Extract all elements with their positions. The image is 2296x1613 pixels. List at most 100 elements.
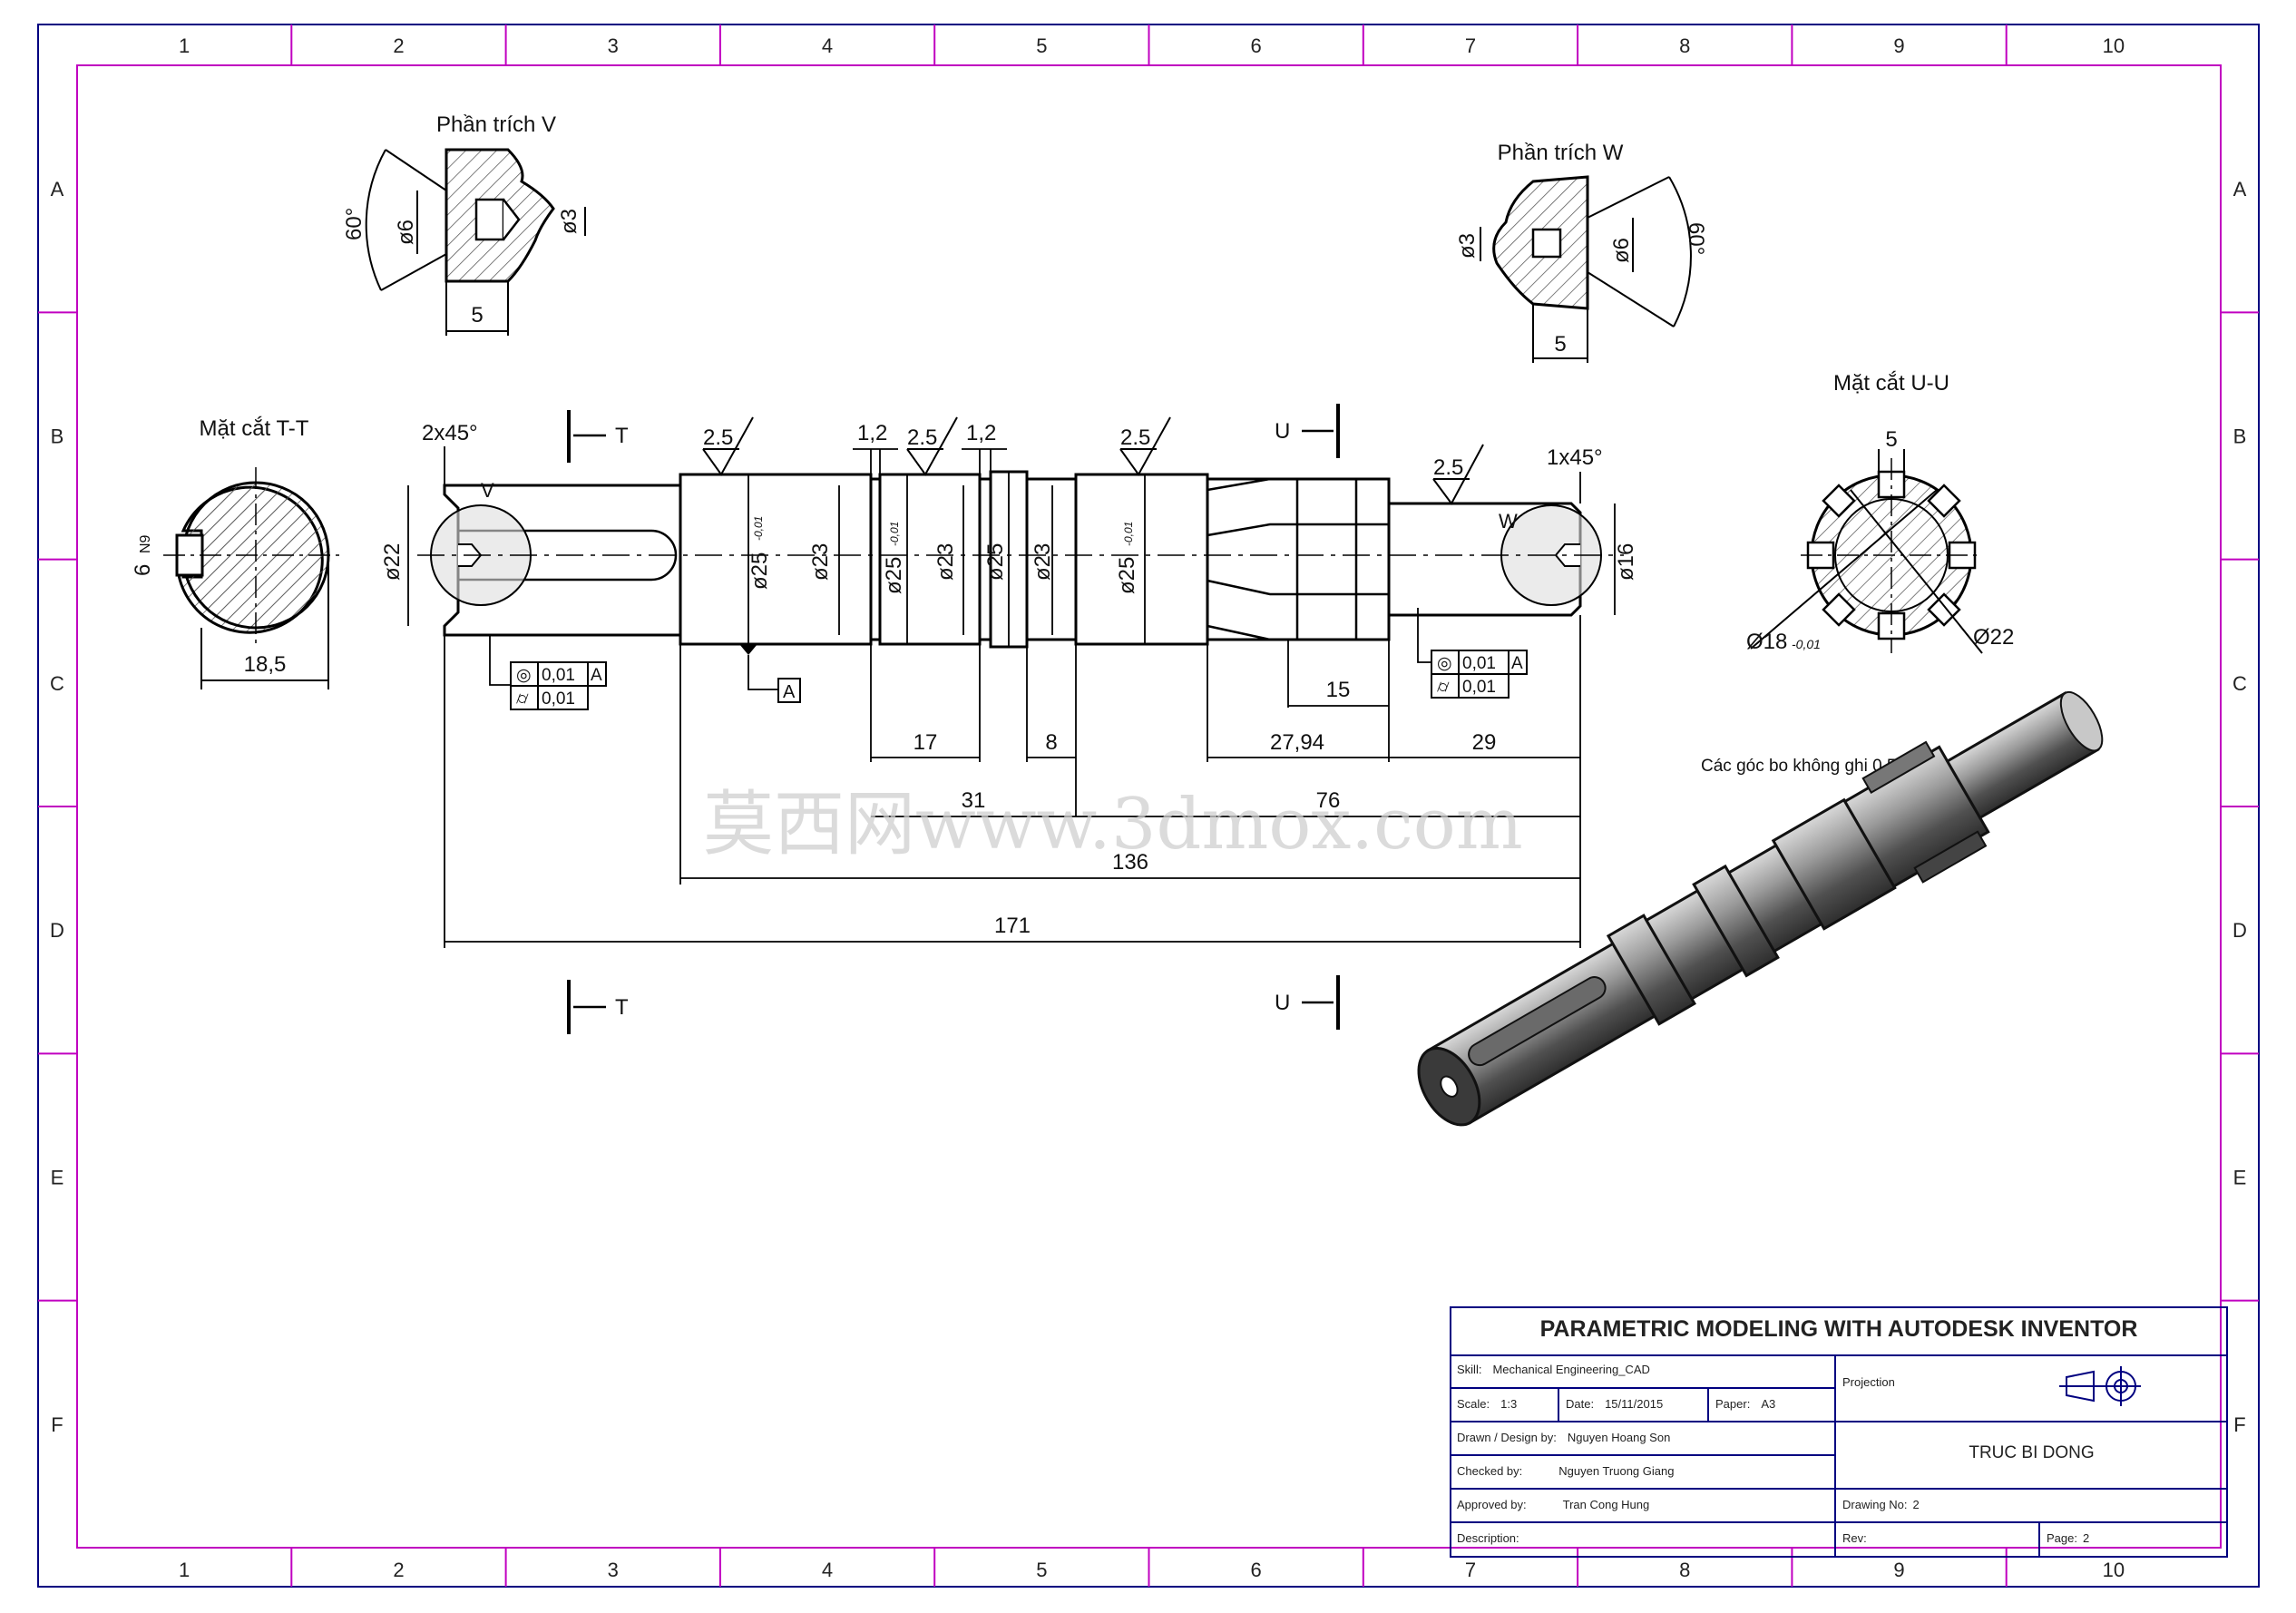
frame-row-label-left: B bbox=[51, 425, 64, 448]
detail-w-dia-inner: ø3 bbox=[1455, 233, 1480, 259]
section-view-t: Mặt cắt T-T 18,5 6 N9 bbox=[131, 416, 345, 689]
frame-col-label-top: 2 bbox=[393, 34, 404, 57]
frame-row-label-right: B bbox=[2233, 425, 2247, 448]
approved-label: Approved by: bbox=[1457, 1498, 1527, 1511]
section-t-keyway: 6 bbox=[131, 564, 155, 576]
drawing-no-row: Drawing No:2 bbox=[1835, 1494, 2228, 1521]
gdt1-sym-concentricity: ◎ bbox=[516, 666, 532, 685]
frame-col-label-top: 1 bbox=[179, 34, 190, 57]
skill-value: Mechanical Engineering_CAD bbox=[1492, 1363, 1650, 1376]
paper-label: Paper: bbox=[1715, 1397, 1751, 1411]
roughness-3: 2.5 bbox=[1120, 425, 1150, 450]
title-block-title: PARAMETRIC MODELING WITH AUTODESK INVENT… bbox=[1539, 1316, 2138, 1342]
chamfer-right: 1x45° bbox=[1547, 445, 1603, 470]
projection-label: Projection bbox=[1842, 1375, 1895, 1389]
detail-v-depth: 5 bbox=[471, 303, 483, 327]
gdt2-value-1: 0,01 bbox=[1462, 654, 1496, 673]
skill-row: Skill: Mechanical Engineering_CAD bbox=[1450, 1359, 1835, 1388]
chamfer-left: 2x45° bbox=[422, 421, 478, 445]
groove-width-1: 1,2 bbox=[857, 421, 887, 445]
dim-length-136: 136 bbox=[1112, 850, 1148, 875]
frame-col-label-top: 6 bbox=[1251, 34, 1262, 57]
frame-col-label-bottom: 9 bbox=[1893, 1559, 1904, 1581]
frame-col-label-bottom: 10 bbox=[2103, 1559, 2125, 1581]
frame-col-label-top: 7 bbox=[1465, 34, 1476, 57]
frame-row-label-left: E bbox=[51, 1167, 64, 1189]
checked-value: Nguyen Truong Giang bbox=[1558, 1464, 1675, 1478]
frame-row-label-right: E bbox=[2233, 1167, 2247, 1189]
detail-w-title: Phần trích W bbox=[1498, 141, 1624, 165]
dim-dia-25-d: ø25 bbox=[1115, 557, 1139, 594]
shaft-3d-render bbox=[1417, 690, 2104, 1127]
drawn-label: Drawn / Design by: bbox=[1457, 1431, 1557, 1444]
dim-length-27-94: 27,94 bbox=[1270, 730, 1324, 755]
frame-col-label-bottom: 6 bbox=[1251, 1559, 1262, 1581]
dim-dia-25-c: ø25 bbox=[983, 543, 1008, 581]
detail-v-title: Phần trích V bbox=[436, 112, 556, 137]
roughness-1: 2.5 bbox=[703, 425, 733, 450]
paper-cell: Paper: A3 bbox=[1708, 1393, 1835, 1421]
dim-length-17: 17 bbox=[914, 730, 938, 755]
dim-dia-25-d-tol: -0,01 bbox=[1122, 522, 1135, 546]
gdt1-datum: A bbox=[591, 666, 602, 685]
approved-value: Tran Cong Hung bbox=[1562, 1498, 1650, 1511]
frame-col-label-top: 9 bbox=[1893, 34, 1904, 57]
dim-dia-23-b: ø23 bbox=[933, 543, 958, 581]
frame-col-label-top: 10 bbox=[2103, 34, 2125, 57]
dim-dia-22: ø22 bbox=[380, 543, 405, 581]
projection-symbol-icon bbox=[2059, 1366, 2141, 1406]
frame-col-label-bottom: 7 bbox=[1465, 1559, 1476, 1581]
rev-cell: Rev: bbox=[1835, 1528, 2039, 1555]
rev-label: Rev: bbox=[1842, 1531, 1867, 1545]
dim-dia-25-a: ø25 bbox=[747, 552, 772, 590]
section-t-title: Mặt cắt T-T bbox=[200, 416, 309, 441]
date-label: Date: bbox=[1566, 1397, 1595, 1411]
detail-w-dia-outer: ø6 bbox=[1609, 238, 1634, 263]
gdt1-sym-runout: ⌭ bbox=[516, 689, 529, 709]
groove-width-2: 1,2 bbox=[966, 421, 996, 445]
general-note: Các góc bo không ghi 0.5x45° bbox=[1701, 757, 1931, 776]
skill-label: Skill: bbox=[1457, 1363, 1482, 1376]
checked-label: Checked by: bbox=[1457, 1464, 1523, 1478]
main-shaft-view: V W ø22 ø25 -0,01 ø23 ø25 -0,01 ø23 ø25 … bbox=[380, 404, 1638, 1034]
part-name: TRUC BI DONG bbox=[1969, 1443, 2095, 1462]
detail-view-v: Phần trích V 5 60° ø6 ø3 bbox=[342, 112, 586, 336]
checked-row: Checked by: Nguyen Truong Giang bbox=[1450, 1461, 1835, 1488]
detail-w-depth: 5 bbox=[1554, 332, 1566, 357]
frame-row-label-right: A bbox=[2233, 178, 2247, 200]
section-t-keyway-fit: N9 bbox=[138, 534, 153, 553]
dim-dia-25-b-tol: -0,01 bbox=[888, 522, 901, 546]
approved-row: Approved by: Tran Cong Hung bbox=[1450, 1494, 1835, 1521]
section-t-depth: 18,5 bbox=[244, 652, 287, 677]
frame-row-label-left: D bbox=[50, 919, 64, 942]
description-label: Description: bbox=[1457, 1531, 1519, 1545]
gdt2-sym-concentricity: ◎ bbox=[1437, 654, 1452, 673]
scale-cell: Scale:1:3 bbox=[1450, 1393, 1558, 1421]
title-block: PARAMETRIC MODELING WITH AUTODESK INVENT… bbox=[1450, 1306, 2228, 1558]
detail-w-angle: 60° bbox=[1684, 222, 1708, 255]
section-u-marker-top: U bbox=[1275, 419, 1290, 444]
frame-row-label-left: F bbox=[51, 1413, 63, 1436]
dim-length-15: 15 bbox=[1326, 678, 1351, 702]
watermark: 莫西网www.3dmox.com bbox=[703, 784, 1523, 865]
drawing-no-value: 2 bbox=[1912, 1498, 1920, 1511]
dim-length-8: 8 bbox=[1045, 730, 1057, 755]
paper-value: A3 bbox=[1761, 1397, 1776, 1411]
section-u-inner-dia: Ø18 bbox=[1746, 630, 1787, 654]
detail-v-marker: V bbox=[481, 479, 494, 502]
frame-col-label-bottom: 5 bbox=[1036, 1559, 1047, 1581]
section-t-marker-bottom: T bbox=[615, 995, 629, 1020]
detail-view-w: Phần trích W 5 60° ø6 ø3 bbox=[1455, 141, 1708, 363]
page-value: 2 bbox=[2082, 1531, 2090, 1545]
gdt2-sym-runout: ⌭ bbox=[1437, 678, 1450, 697]
detail-v-angle: 60° bbox=[342, 208, 366, 240]
datum-a: A bbox=[783, 682, 796, 702]
dim-dia-25-b: ø25 bbox=[882, 557, 906, 594]
detail-w-marker: W bbox=[1499, 510, 1518, 533]
dim-length-29: 29 bbox=[1472, 730, 1497, 755]
roughness-4: 2.5 bbox=[1433, 455, 1463, 480]
frame-col-label-bottom: 3 bbox=[608, 1559, 619, 1581]
dim-length-31: 31 bbox=[962, 788, 986, 813]
frame-col-label-bottom: 4 bbox=[822, 1559, 833, 1581]
